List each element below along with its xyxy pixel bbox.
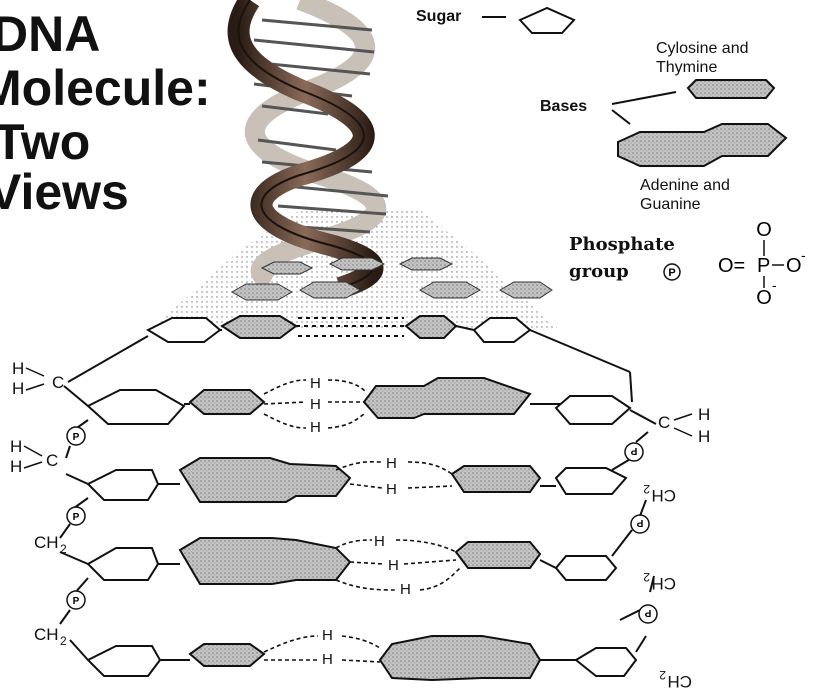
svg-text:P: P bbox=[73, 596, 80, 607]
formula-o-right: O bbox=[786, 255, 802, 277]
phosphate-circle-icon: P bbox=[67, 507, 85, 525]
atom-c: C bbox=[52, 373, 64, 392]
formula-p: P bbox=[757, 255, 770, 277]
pyrimidine-hexagon-icon bbox=[688, 80, 774, 98]
ch2-label-flipped: CH bbox=[667, 672, 692, 691]
atom-h: H bbox=[12, 359, 24, 378]
ch2-sub-flipped: 2 bbox=[643, 570, 650, 584]
svg-text:P: P bbox=[73, 432, 80, 443]
atom-h: H bbox=[698, 405, 710, 424]
bond-h: H bbox=[386, 481, 397, 498]
bond-h: H bbox=[386, 455, 397, 472]
formula-charge: - bbox=[801, 247, 806, 263]
bond-h: H bbox=[310, 396, 321, 413]
formula-o-left: O= bbox=[718, 255, 745, 277]
ch2-label-flipped: CH bbox=[651, 486, 676, 505]
formula-o-top: O bbox=[756, 219, 772, 241]
phosphate-circle-icon: P bbox=[67, 591, 85, 609]
bond-h: H bbox=[310, 419, 321, 436]
atom-h: H bbox=[10, 457, 22, 476]
formula-charge-bottom: - bbox=[772, 277, 777, 293]
phosphate-formula: O O= P O - O - bbox=[718, 219, 806, 309]
bond-h: H bbox=[374, 533, 385, 550]
phosphate-circle-icon: P bbox=[639, 605, 657, 623]
phosphate-circle-icon: P bbox=[631, 515, 649, 533]
atom-h: H bbox=[12, 379, 24, 398]
dna-ladder bbox=[60, 316, 656, 680]
ch2-sub: 2 bbox=[60, 542, 67, 556]
hydrogen-bonds bbox=[264, 380, 460, 662]
ch2-sub: 2 bbox=[60, 634, 67, 648]
svg-text:P: P bbox=[636, 517, 643, 528]
formula-o-bottom: O bbox=[756, 287, 772, 309]
bond-h: H bbox=[322, 651, 333, 668]
ch2-label-flipped: CH bbox=[651, 574, 676, 593]
atom-h: H bbox=[698, 427, 710, 446]
svg-text:P: P bbox=[644, 607, 651, 618]
bond-h: H bbox=[388, 557, 399, 574]
purine-shape-icon bbox=[618, 124, 786, 166]
legend-shapes: P O O= P O - O - bbox=[482, 8, 806, 309]
ch2-sub-flipped: 2 bbox=[643, 482, 650, 496]
atom-c: C bbox=[46, 451, 58, 470]
atom-c: C bbox=[658, 413, 670, 432]
ch2-sub-flipped: 2 bbox=[659, 668, 666, 682]
atom-h: H bbox=[10, 437, 22, 456]
svg-text:P: P bbox=[630, 445, 637, 456]
double-helix-illustration bbox=[150, 0, 560, 330]
svg-text:P: P bbox=[73, 512, 80, 523]
phosphate-circle-icon: P bbox=[67, 427, 85, 445]
bond-h: H bbox=[400, 581, 411, 598]
ch2-label: CH bbox=[34, 533, 59, 552]
phosphate-groups: P P P P P P bbox=[67, 427, 657, 623]
phosphate-symbol-text: P bbox=[668, 267, 675, 279]
bond-h: H bbox=[322, 627, 333, 644]
ch2-label: CH bbox=[34, 625, 59, 644]
sugar-pentagon-icon bbox=[520, 8, 574, 33]
bond-h: H bbox=[310, 375, 321, 392]
phosphate-circle-icon: P bbox=[625, 443, 643, 461]
